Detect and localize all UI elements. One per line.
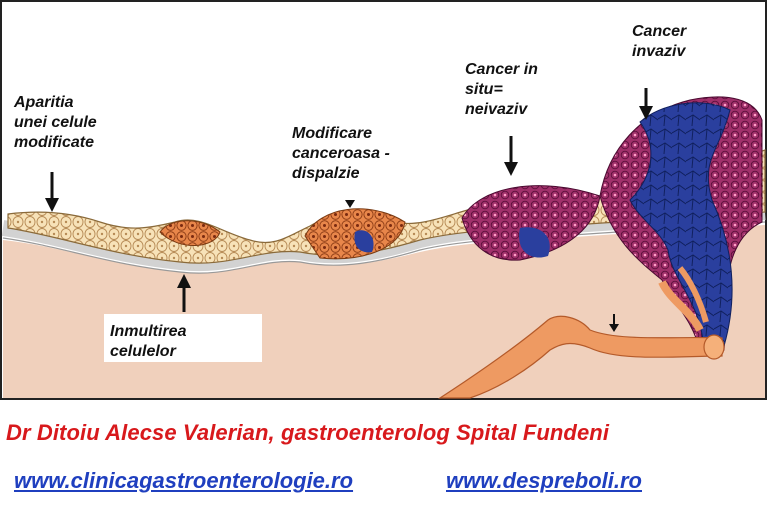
label-stage4: Cancer in situ= neivaziv (465, 61, 538, 118)
arrow-icon (639, 88, 653, 120)
in-situ-region (461, 185, 601, 261)
arrow-icon (609, 314, 619, 332)
label-background (104, 314, 262, 362)
arrow-icon (45, 172, 59, 212)
label-background (626, 18, 730, 80)
label-stage5: Cancer invaziv (632, 23, 687, 60)
author-credit: Dr Ditoiu Alecse Valerian, gastroenterol… (6, 420, 610, 445)
blood-vessel (437, 315, 723, 399)
website-link-clinic[interactable]: www.clinicagastroenterologie.ro (14, 468, 354, 493)
arrow-icon (177, 274, 191, 312)
proliferation-bump (159, 220, 221, 246)
arrow-icon (345, 200, 355, 208)
label-stage2: Inmultirea celulelor (110, 323, 187, 360)
website-link-despreboli[interactable]: www.despreboli.ro (446, 468, 642, 493)
label-stage1: Aparitia unei celule modificate (14, 94, 97, 151)
label-stage3: Modificare canceroasa - dispalzie (292, 125, 390, 182)
arrow-icon (504, 136, 518, 176)
